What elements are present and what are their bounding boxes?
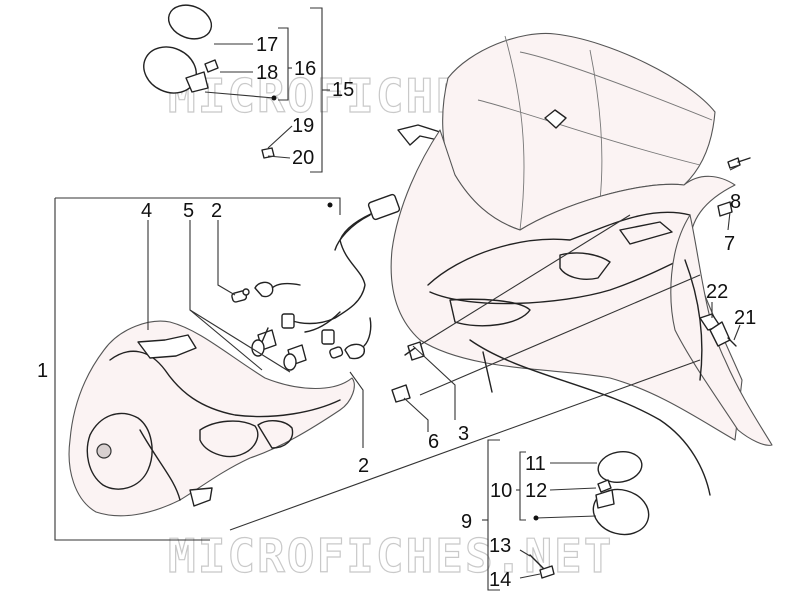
part-number-6: 6 <box>428 431 439 453</box>
part-number-14: 14 <box>489 569 511 591</box>
leader-lines <box>54 7 741 591</box>
headlight-bulb-1 <box>251 327 277 357</box>
part-number-2: 2 <box>358 455 369 477</box>
part-number-15: 15 <box>332 79 354 101</box>
nut-7 <box>717 201 733 217</box>
clip-3 <box>404 341 425 361</box>
front-shield <box>390 32 773 496</box>
part-number-12: 12 <box>525 480 547 502</box>
bulb-2b <box>329 346 344 359</box>
clip-6 <box>391 384 411 403</box>
part-number-11: 11 <box>525 453 546 475</box>
headlight-bulb-2 <box>283 344 307 371</box>
screw-21 <box>727 337 737 347</box>
bolt-8 <box>727 157 751 169</box>
part-number-4: 4 <box>141 200 152 222</box>
headlight-housing <box>68 320 355 517</box>
part-numbers: 1 2 2 3 4 5 6 7 8 9 10 11 12 13 14 15 16… <box>37 34 756 591</box>
part-number-20: 20 <box>292 147 314 169</box>
part-number-17: 17 <box>256 34 278 56</box>
part-number-16: 16 <box>294 58 316 80</box>
part-number-21: 21 <box>734 307 756 329</box>
part-number-3: 3 <box>458 423 469 445</box>
part-number-2: 2 <box>211 200 222 222</box>
part-number-22: 22 <box>706 281 728 303</box>
bracket-22 <box>699 313 731 347</box>
part-number-10: 10 <box>490 480 512 502</box>
part-number-19: 19 <box>292 115 314 137</box>
part-number-5: 5 <box>183 200 194 222</box>
part-number-18: 18 <box>256 62 278 84</box>
wiring-harness <box>254 193 401 360</box>
part-number-7: 7 <box>724 233 735 255</box>
position-bulb <box>231 288 250 303</box>
part-number-8: 8 <box>730 191 741 213</box>
part-number-13: 13 <box>489 535 511 557</box>
turn-signal-upper <box>143 4 275 159</box>
turn-signal-lower <box>529 451 650 579</box>
part-number-9: 9 <box>461 511 472 533</box>
part-number-1: 1 <box>37 360 48 382</box>
